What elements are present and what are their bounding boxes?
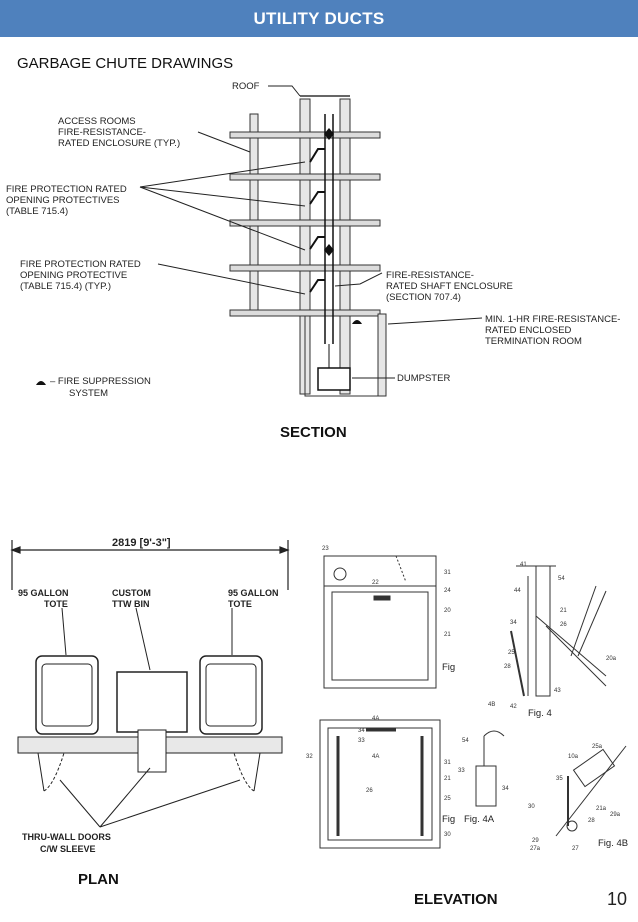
elev-33: 33	[358, 738, 365, 744]
plan-dimension: 2819 [9'-3"]	[112, 537, 171, 549]
floor-slabs	[229, 131, 381, 317]
elev-30: 30	[444, 832, 451, 838]
elev-34: 34	[510, 620, 517, 626]
label-termination: MIN. 1-HR FIRE-RESISTANCE-	[485, 314, 620, 325]
label-roof: ROOF	[232, 81, 260, 92]
caption-section: SECTION	[280, 424, 347, 441]
label-fpr-2: OPENING PROTECTIVES	[6, 195, 120, 206]
section-drawing: ROOF ACCESS ROOMS FIRE-RESISTANCE- RATED…	[0, 74, 638, 419]
label-access-rooms-3: RATED ENCLOSURE (TYP.)	[58, 138, 180, 149]
elev-29: 29	[532, 838, 539, 844]
legend-fire-suppression: – FIRE SUPPRESSION	[50, 376, 151, 387]
elev-44: 44	[514, 588, 521, 594]
page-number: 10	[607, 889, 628, 909]
label-tote-left-2: TOTE	[44, 599, 68, 609]
label-custom-bin-2: TTW BIN	[112, 599, 150, 609]
label-tote-right: 95 GALLON	[228, 588, 279, 598]
label-shaft-3: (SECTION 707.4)	[386, 292, 461, 303]
elev-31b: 31	[444, 760, 451, 766]
elev-fig-a: Fig	[442, 662, 455, 673]
elev-21c: 21	[444, 776, 451, 782]
elev-41: 41	[520, 562, 527, 568]
elev-42: 42	[510, 704, 517, 710]
elev-4a-top: 4A	[372, 716, 379, 722]
label-termination-2: RATED ENCLOSED	[485, 325, 572, 336]
label-fpr-single-3: (TABLE 715.4) (TYP.)	[20, 281, 111, 292]
caption-plan: PLAN	[78, 871, 119, 888]
elev-31: 31	[444, 570, 451, 576]
elev-fig4a: Fig. 4A	[464, 814, 495, 825]
shaft-walls	[249, 98, 351, 395]
label-access-rooms-2: FIRE-RESISTANCE-	[58, 127, 146, 138]
elev-21: 21	[444, 632, 451, 638]
elev-25: 25	[508, 650, 515, 656]
elev-34b: 34	[358, 728, 365, 734]
elev-4b: 4B	[488, 702, 495, 708]
caption-elevation: ELEVATION	[414, 891, 498, 908]
plan-drawing: 2819 [9'-3"] 95 GALLON TOTE	[0, 530, 300, 865]
elev-20a: 20a	[606, 656, 617, 662]
label-thru-wall-doors-2: C/W SLEEVE	[40, 844, 96, 854]
label-termination-3: TERMINATION ROOM	[485, 336, 582, 347]
elevation-drawing: 23 31 22 24 20 21 Fig 41 54 44 21 26 34 …	[306, 536, 636, 868]
elev-20: 20	[444, 608, 451, 614]
label-thru-wall-doors: THRU-WALL DOORS	[22, 832, 111, 842]
elev-32: 32	[306, 754, 313, 760]
label-fpr: FIRE PROTECTION RATED	[6, 184, 127, 195]
elev-21b: 21	[560, 608, 567, 614]
label-shaft-2: RATED SHAFT ENCLOSURE	[386, 281, 513, 292]
elev-26b: 26	[366, 788, 373, 794]
label-dumpster: DUMPSTER	[397, 373, 450, 384]
label-custom-bin: CUSTOM	[112, 588, 151, 598]
label-tote-right-2: TOTE	[228, 599, 252, 609]
elev-28b: 28	[588, 818, 595, 824]
label-access-rooms: ACCESS ROOMS	[58, 116, 136, 127]
elev-24: 24	[444, 588, 451, 594]
header-title: UTILITY DUCTS	[253, 8, 385, 28]
elev-25b: 25	[444, 796, 451, 802]
label-fpr-single-2: OPENING PROTECTIVE	[20, 270, 127, 281]
elev-26: 26	[560, 622, 567, 628]
elev-25a: 25a	[592, 744, 603, 750]
elev-10a: 10a	[568, 754, 579, 760]
fire-suppression-icon	[36, 381, 46, 385]
elev-fig-b: Fig	[442, 814, 455, 825]
elev-28: 28	[504, 664, 511, 670]
label-fpr-single: FIRE PROTECTION RATED	[20, 259, 141, 270]
elev-43: 43	[554, 688, 561, 694]
elev-35: 35	[556, 776, 563, 782]
elev-29a: 29a	[610, 812, 621, 818]
plan-drawing-svg: 2819 [9'-3"] 95 GALLON TOTE	[10, 537, 290, 854]
elev-fig4b: Fig. 4B	[598, 838, 628, 849]
label-shaft: FIRE-RESISTANCE-	[386, 270, 474, 281]
header-bar: UTILITY DUCTS	[0, 0, 638, 37]
elev-21a: 21a	[596, 806, 607, 812]
elev-23: 23	[322, 546, 329, 552]
elev-54: 54	[558, 576, 565, 582]
elev-27a: 27a	[530, 846, 541, 852]
legend-fire-suppression-2: SYSTEM	[69, 388, 108, 399]
label-fpr-3: (TABLE 715.4)	[6, 206, 68, 217]
section-heading: GARBAGE CHUTE DRAWINGS	[17, 55, 234, 72]
section-drawing-svg: ROOF ACCESS ROOMS FIRE-RESISTANCE- RATED…	[6, 81, 620, 399]
elev-54b: 54	[462, 738, 469, 744]
elev-30b: 30	[528, 804, 535, 810]
elev-fig4: Fig. 4	[528, 708, 552, 719]
elev-34c: 34	[502, 786, 509, 792]
label-tote-left: 95 GALLON	[18, 588, 69, 598]
elev-4a-bot: 4A	[372, 754, 379, 760]
elev-33b: 33	[458, 768, 465, 774]
elevation-drawing-svg: 23 31 22 24 20 21 Fig 41 54 44 21 26 34 …	[306, 546, 628, 852]
elev-22: 22	[372, 580, 379, 586]
elev-27: 27	[572, 846, 579, 852]
